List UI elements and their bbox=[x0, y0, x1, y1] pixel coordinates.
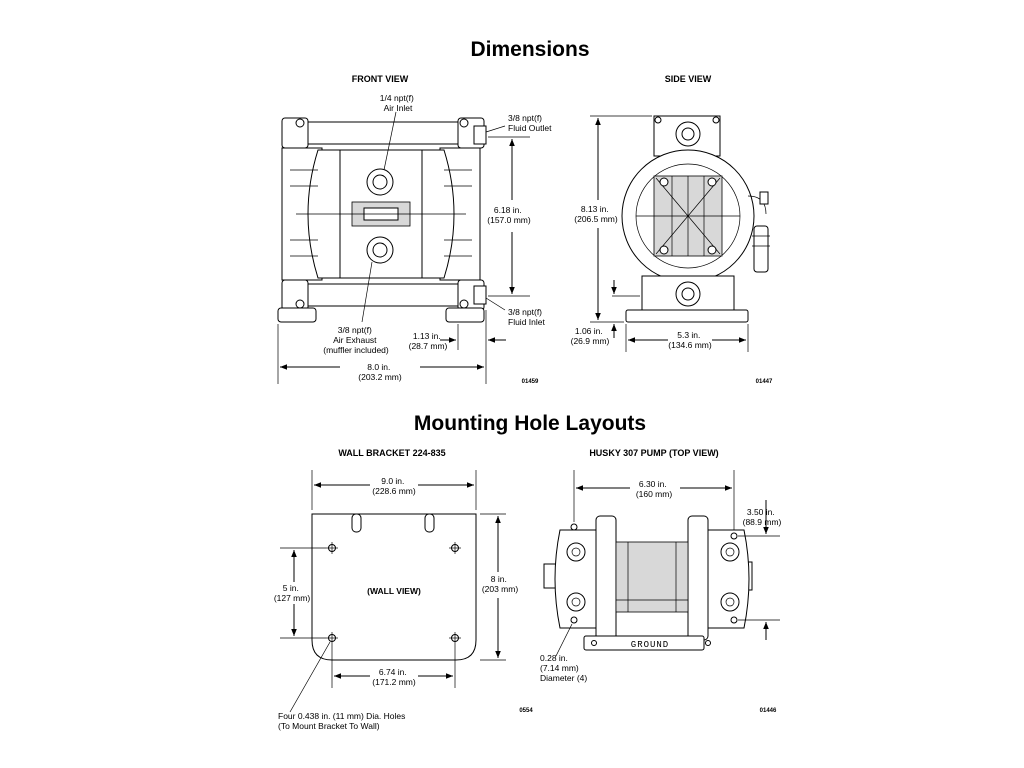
bracket-holes-note: Four 0.438 in. (11 mm) Dia. Holes (To Mo… bbox=[278, 711, 408, 731]
wall-bracket-code: 0554 bbox=[519, 708, 533, 714]
wall-view-label: (WALL VIEW) bbox=[367, 586, 421, 596]
fluid-outlet-label: 3/8 npt(f) Fluid Outlet bbox=[508, 113, 552, 133]
bracket-height-label: 8 in. (203 mm) bbox=[482, 574, 519, 594]
front-view-code: 01459 bbox=[522, 379, 539, 385]
side-width-label: 5.3 in. (134.6 mm) bbox=[668, 330, 712, 350]
bracket-hole-v-label: 5 in. (127 mm) bbox=[274, 583, 311, 603]
side-base-label: 1.06 in. (26.9 mm) bbox=[571, 326, 610, 346]
bracket-width-label: 9.0 in. (228.6 mm) bbox=[372, 476, 416, 496]
front-view-pump-drawing bbox=[277, 117, 487, 323]
air-exhaust-label: 3/8 npt(f) Air Exhaust (muffler included… bbox=[323, 325, 389, 355]
side-view-pump-drawing bbox=[621, 115, 770, 323]
mounting-hole bbox=[326, 542, 338, 554]
ground-label: GROUND bbox=[631, 640, 669, 650]
side-view: SIDE VIEW bbox=[571, 74, 773, 385]
mounting-hole bbox=[449, 542, 461, 554]
top-view-pump-drawing bbox=[543, 515, 753, 651]
side-view-heading: SIDE VIEW bbox=[665, 74, 712, 84]
top-view-heading: HUSKY 307 PUMP (TOP VIEW) bbox=[589, 448, 718, 458]
top-diameter-label: 0.28 in. (7.14 mm) Diameter (4) bbox=[540, 653, 587, 683]
front-view-heading: FRONT VIEW bbox=[352, 74, 409, 84]
front-width-label: 8.0 in. (203.2 mm) bbox=[358, 362, 402, 382]
dimensions-title: Dimensions bbox=[470, 38, 589, 61]
wall-bracket-heading: WALL BRACKET 224-835 bbox=[338, 448, 445, 458]
top-view: HUSKY 307 PUMP (TOP VIEW) bbox=[540, 448, 782, 714]
wall-bracket-drawing bbox=[311, 513, 477, 661]
side-height-label: 8.13 in. (206.5 mm) bbox=[574, 204, 618, 224]
air-inlet-label: 1/4 npt(f) Air Inlet bbox=[380, 93, 416, 113]
top-spacing-label: 3.50 in. (88.9 mm) bbox=[743, 507, 782, 527]
mounting-hole bbox=[449, 632, 461, 644]
side-view-code: 01447 bbox=[756, 379, 773, 385]
top-width-label: 6.30 in. (160 mm) bbox=[636, 479, 673, 499]
front-view: FRONT VIEW bbox=[277, 74, 552, 385]
front-offset-label: 1.13 in. (28.7 mm) bbox=[409, 331, 448, 351]
fluid-inlet-label: 3/8 npt(f) Fluid Inlet bbox=[508, 307, 545, 327]
bracket-hole-h-label: 6.74 in. (171.2 mm) bbox=[372, 667, 416, 687]
mounting-title: Mounting Hole Layouts bbox=[414, 412, 646, 435]
top-view-code: 01446 bbox=[760, 708, 777, 714]
mounting-hole bbox=[326, 632, 338, 644]
wall-bracket-view: WALL BRACKET 224-835 bbox=[274, 448, 534, 731]
front-height-label: 6.18 in. (157.0 mm) bbox=[487, 205, 531, 225]
